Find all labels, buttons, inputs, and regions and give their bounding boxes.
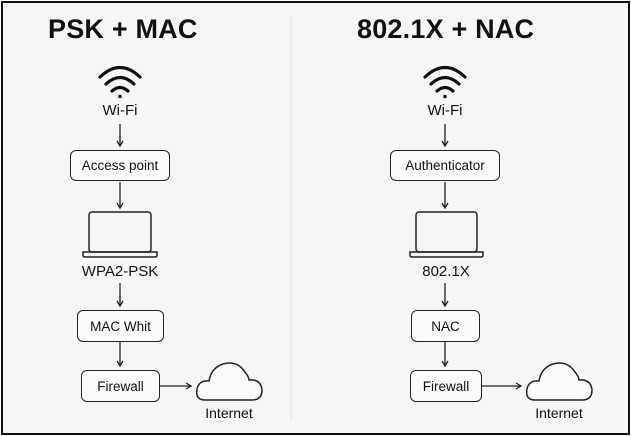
- wifi-label: Wi-Fi: [427, 102, 463, 119]
- access-point-box: Access point: [70, 150, 170, 181]
- authenticator-box: Authenticator: [390, 150, 500, 181]
- device-label: 802.1X: [422, 263, 470, 280]
- mac-whitelist-box: MAC Whit: [77, 310, 164, 342]
- device-label: WPA2-PSK: [81, 263, 159, 280]
- firewall-box: Firewall: [81, 370, 160, 402]
- panel-title: 802.1X + NAC: [357, 14, 535, 44]
- panel-divider: [290, 16, 292, 420]
- panel-title: PSK + MAC: [48, 14, 198, 44]
- internet-label: Internet: [205, 405, 253, 421]
- wifi-label: Wi-Fi: [102, 102, 138, 119]
- firewall-box: Firewall: [410, 370, 482, 402]
- nac-box: NAC: [411, 310, 480, 342]
- internet-label: Internet: [535, 405, 583, 421]
